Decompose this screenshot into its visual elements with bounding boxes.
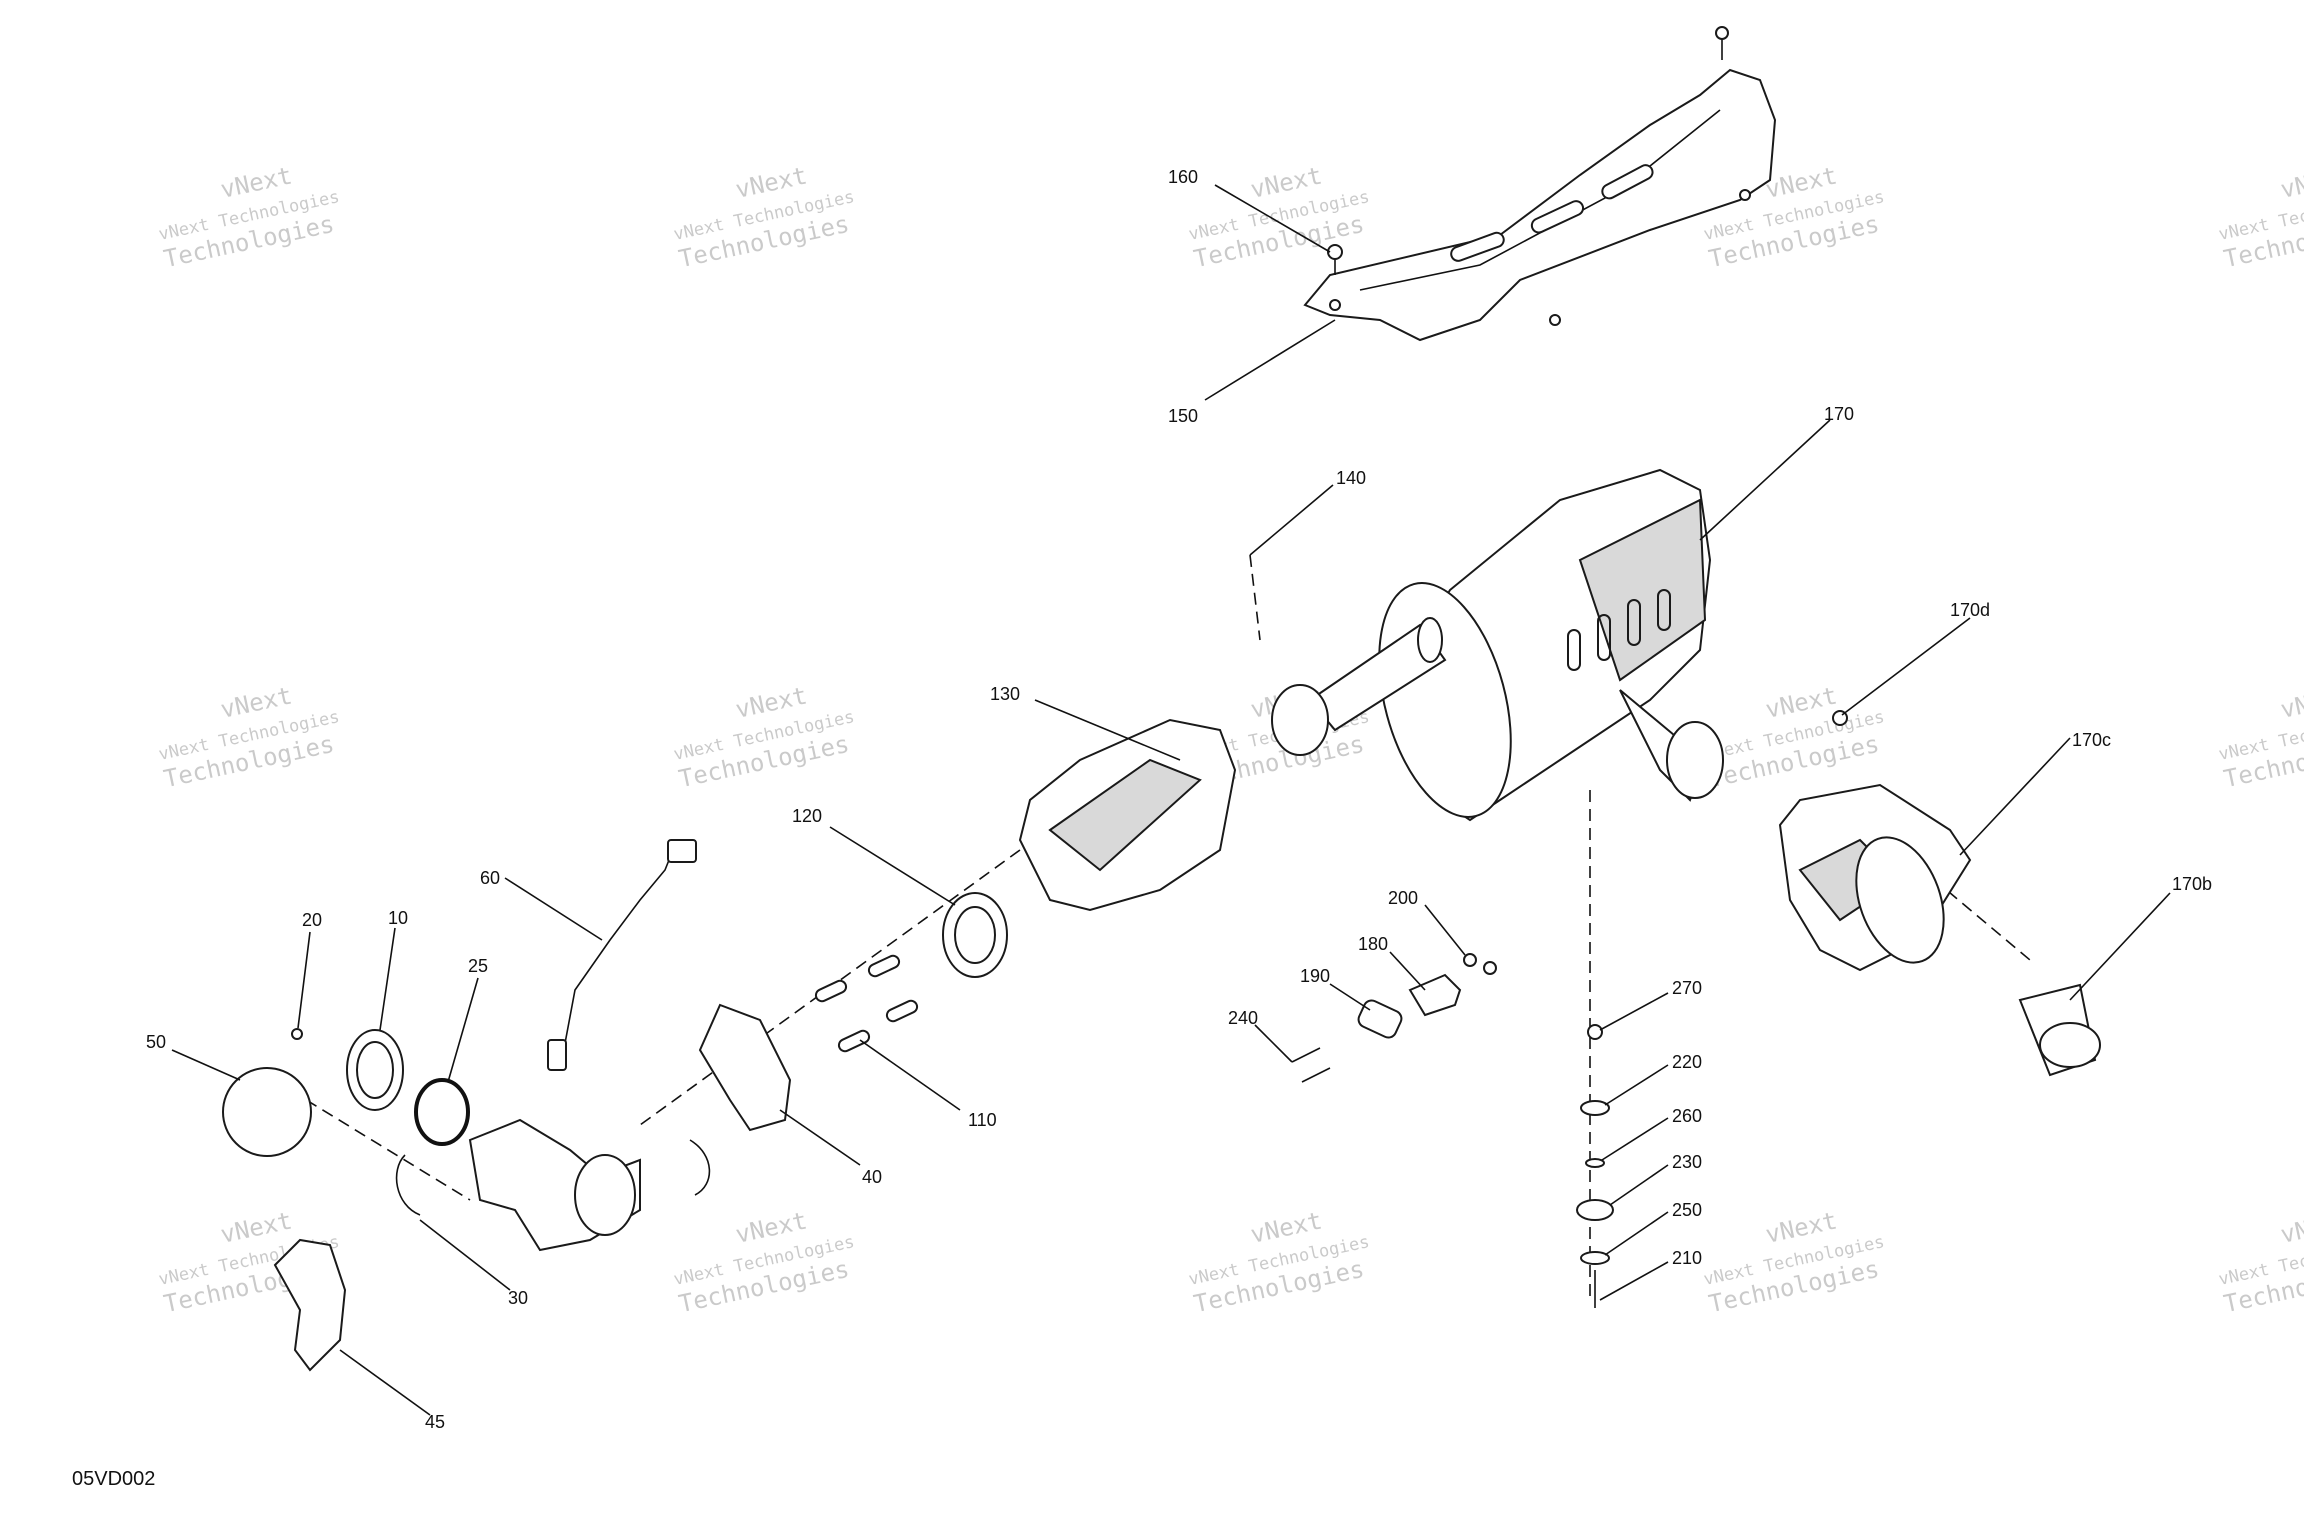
callout-labels: 160 150 170 140 170d 130 170c 120 60 200… [146,167,2212,1432]
callout-180: 180 [1358,934,1388,954]
exhaust-tip-170b [2018,983,2101,1077]
manifold-pipe [468,1118,641,1252]
callout-270: 270 [1672,978,1702,998]
callout-200: 200 [1388,888,1418,908]
callout-25: 25 [468,956,488,976]
callout-120: 120 [792,806,822,826]
mount-stack [1576,1024,1614,1308]
clamp-10 [346,1029,404,1111]
heat-shield-40 [698,1003,792,1132]
callout-160: 160 [1168,167,1198,187]
gasket-120 [942,892,1008,978]
heat-shield-45 [273,1238,347,1372]
springs-110 [814,954,919,1053]
bolt-160 [1327,244,1343,275]
callout-190: 190 [1300,966,1330,986]
heat-guard-130 [1018,718,1237,912]
callout-170: 170 [1824,404,1854,424]
spring-clips-30 [395,1139,711,1216]
callout-170c: 170c [2072,730,2111,750]
svg-text:vNext: vNext [2278,162,2304,204]
callout-220: 220 [1672,1052,1702,1072]
callout-230: 230 [1672,1152,1702,1172]
callout-45: 45 [425,1412,445,1432]
grommet-190 [1357,999,1403,1039]
svg-text:vNext: vNext [2278,1207,2304,1249]
callout-260: 260 [1672,1106,1702,1126]
leader-lines [171,184,2171,1416]
bolts-240 [1291,1047,1331,1083]
rear-cover-170c [1778,783,1972,972]
callout-170b: 170b [2172,874,2212,894]
bracket-180 [1408,953,1497,1017]
washer-20 [291,1028,303,1040]
callout-10: 10 [388,908,408,928]
callout-150: 150 [1168,406,1198,426]
callout-50: 50 [146,1032,166,1052]
callout-170d: 170d [1950,600,1990,620]
clamp-band-50 [222,1067,312,1157]
callout-20: 20 [302,910,322,930]
callout-40: 40 [862,1167,882,1187]
bolt-160-top [1715,26,1729,60]
ring-25 [414,1078,470,1146]
callout-250: 250 [1672,1200,1702,1220]
callout-110: 110 [968,1110,997,1130]
svg-text:vNext: vNext [2278,682,2304,724]
diagram-code: 05VD002 [72,1468,156,1490]
callout-140: 140 [1336,468,1366,488]
muffler-170 [1271,468,1724,822]
callout-60: 60 [480,868,500,888]
heat-shield-150 [1303,68,1777,342]
callout-130: 130 [990,684,1020,704]
callout-240: 240 [1228,1008,1258,1028]
callout-30: 30 [508,1288,528,1308]
callout-210: 210 [1672,1248,1702,1268]
o2-sensor-60 [547,839,697,1071]
